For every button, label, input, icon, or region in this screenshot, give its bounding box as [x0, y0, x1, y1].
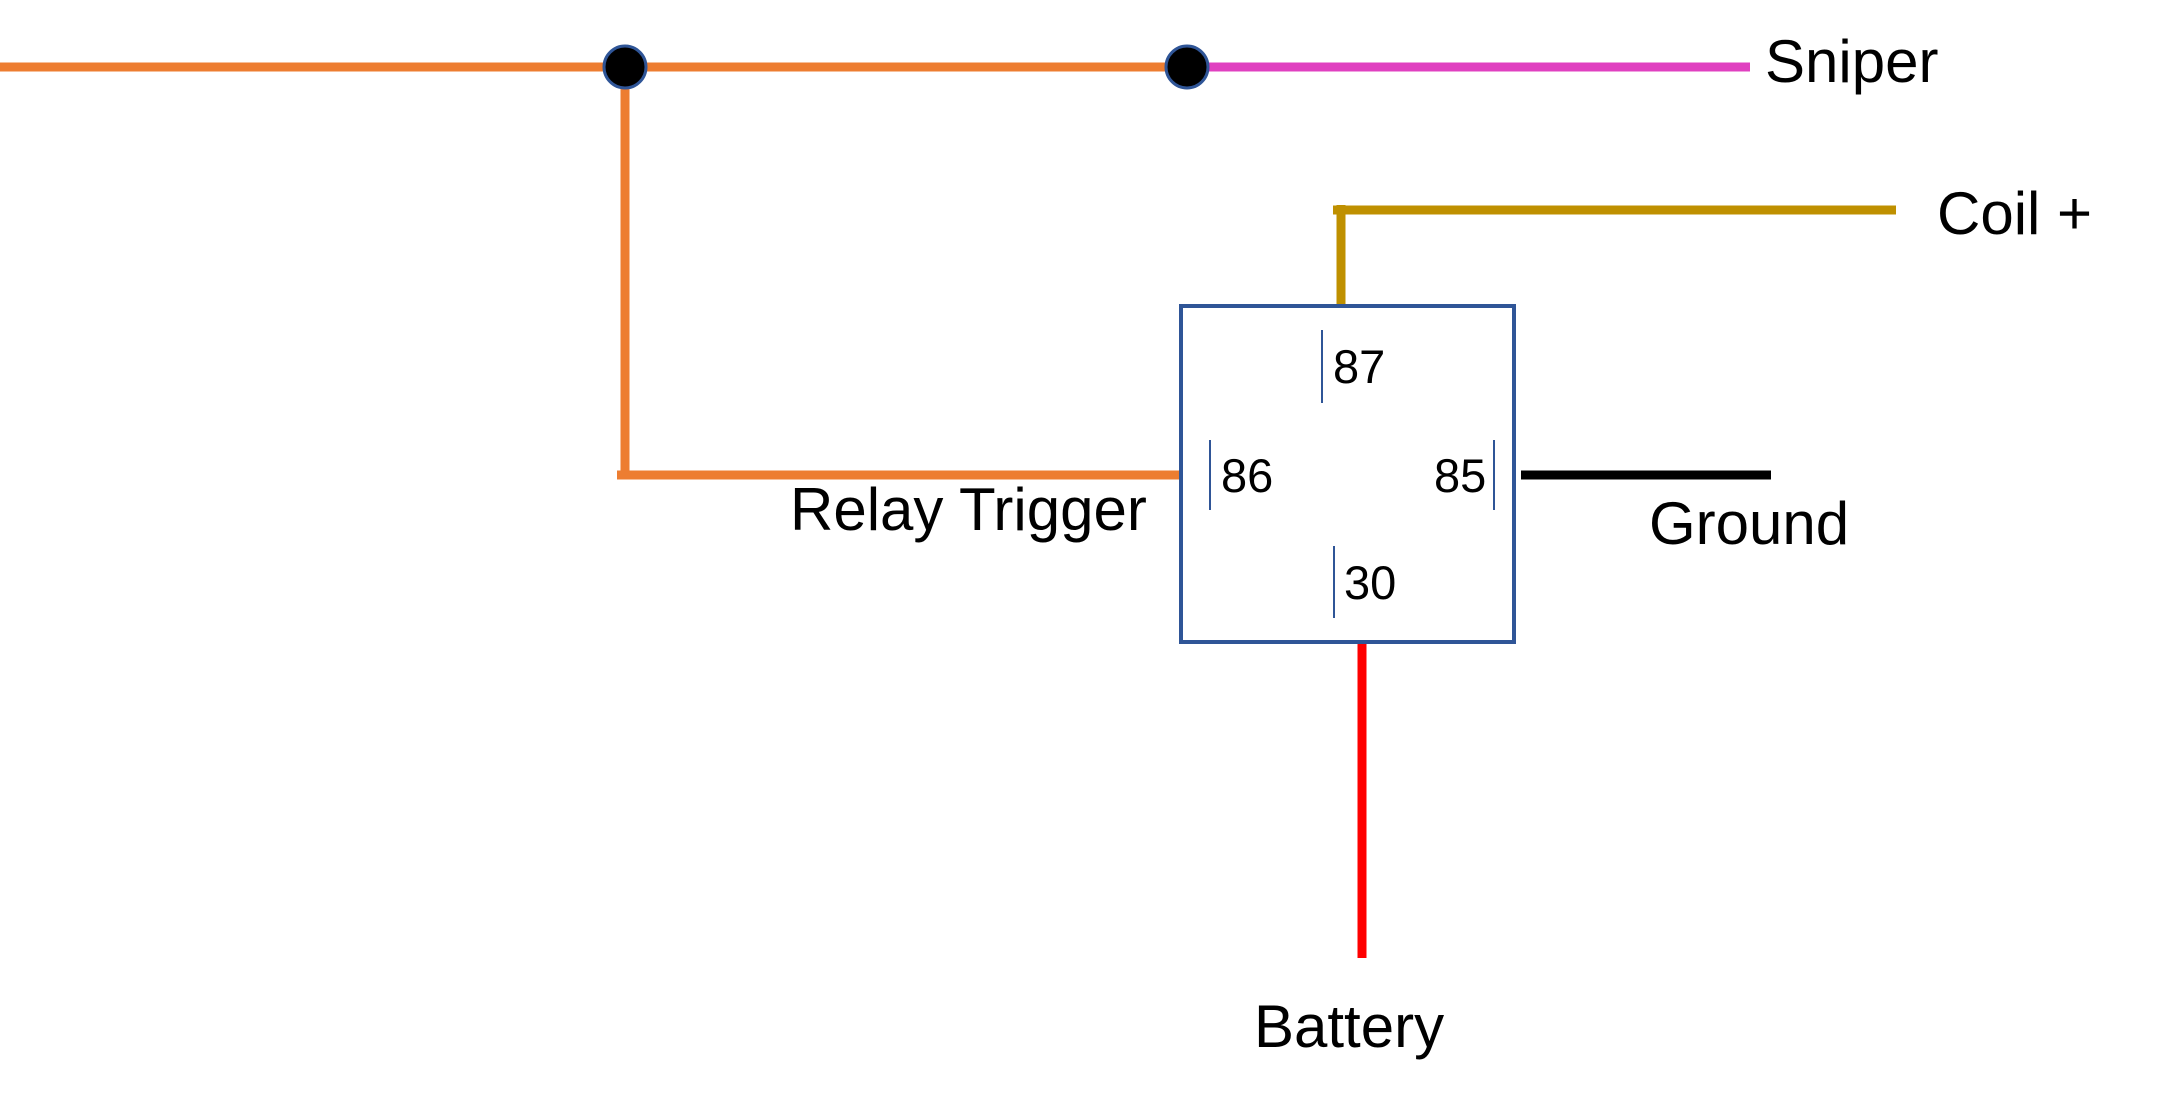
pin-87-label: 87	[1333, 340, 1385, 393]
coil-wire	[1333, 205, 1896, 307]
sniper-label: Sniper	[1765, 28, 1938, 95]
junction-dot-left	[602, 44, 648, 90]
relay-box	[1179, 304, 1516, 644]
battery-label: Battery	[1254, 993, 1444, 1060]
coil-label: Coil +	[1937, 180, 2092, 247]
pin-30-label: 30	[1344, 556, 1396, 609]
relay-trigger-label: Relay Trigger	[790, 476, 1147, 543]
relay-pin-marks	[1209, 330, 1495, 618]
trigger-wire	[0, 62, 1187, 480]
pin-86-label: 86	[1221, 449, 1273, 502]
pin-85-label: 85	[1434, 449, 1486, 502]
ground-label: Ground	[1649, 490, 1849, 557]
junction-dot-right	[1164, 44, 1210, 90]
